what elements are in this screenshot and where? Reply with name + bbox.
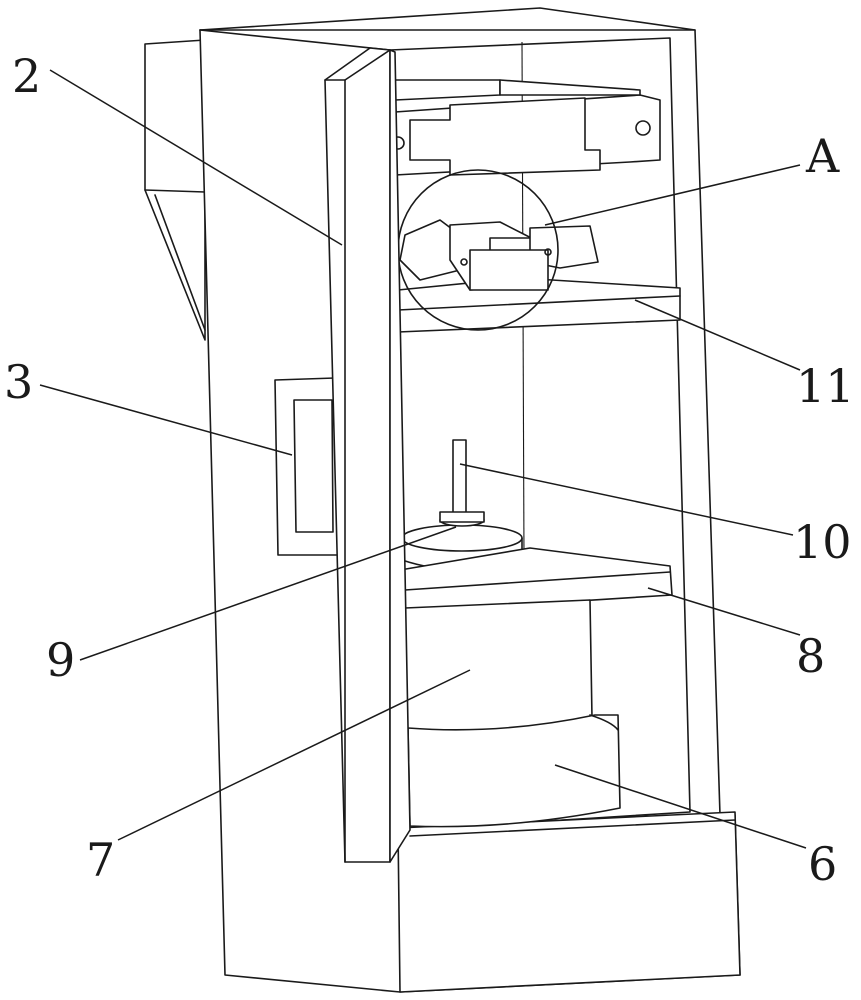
upper-slide-mechanism (391, 79, 661, 176)
label-7: 7 (86, 833, 115, 887)
label-10: 10 (793, 515, 852, 569)
rod-10 (452, 439, 467, 517)
label-3: 3 (4, 355, 33, 409)
part-labels: 2 3 A 11 10 9 8 7 6 (4, 49, 855, 891)
label-2: 2 (12, 49, 41, 103)
label-11: 11 (796, 359, 855, 413)
label-A: A (805, 129, 840, 183)
leader-lines (39, 69, 807, 849)
control-box-3 (274, 377, 341, 556)
clamp-assembly (399, 219, 599, 291)
label-9: 9 (46, 633, 75, 687)
label-6: 6 (808, 837, 837, 891)
cylinder-7 (404, 599, 593, 734)
label-8: 8 (796, 629, 825, 683)
door-2 (324, 47, 411, 863)
cylinder-6 (407, 714, 621, 828)
